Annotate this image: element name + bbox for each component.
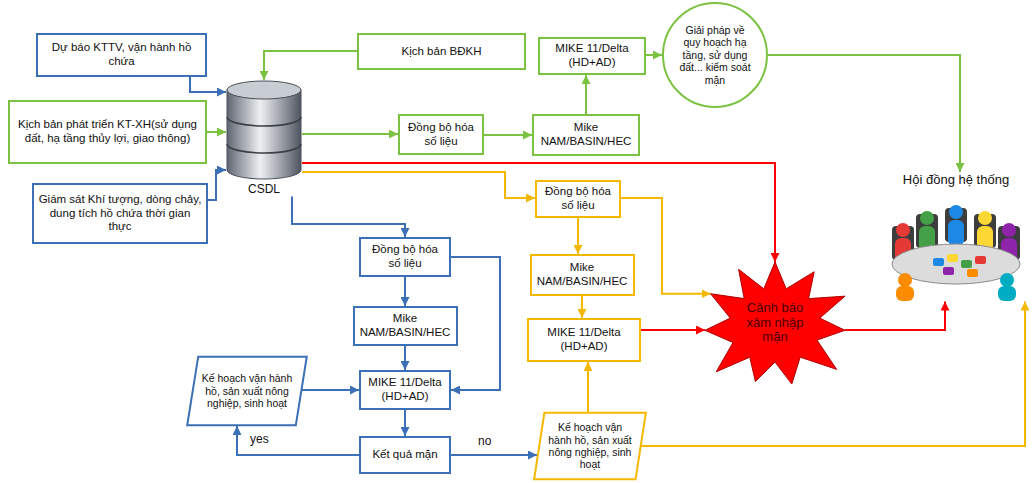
flow-connector [641, 329, 705, 331]
flow-connector [207, 131, 226, 133]
person-body [998, 286, 1016, 301]
node-text: Đồng bộ hóa số liệu [365, 243, 445, 271]
plan-parallelogram: Kế hoạch vận hành hồ, sản xuất nông nghi… [186, 356, 308, 426]
node-text: Giám sát Khí tượng, dòng chảy, dung tích… [38, 193, 202, 234]
process-box: Kịch bản BĐKH [357, 33, 526, 70]
process-box: Kịch bản phát triển KT-XH(sử dụng đất, h… [8, 100, 207, 164]
flow-connector [237, 426, 359, 455]
meeting-illustration [881, 190, 1031, 302]
process-box: Mike NAM/BASIN/HEC [532, 114, 640, 156]
puzzle-piece [975, 256, 986, 264]
node-text: MIKE 11/Delta (HD+AD) [533, 326, 635, 354]
node-text: Dự báo KTTV, vận hành hồ chứa [42, 41, 201, 69]
flow-connector [641, 302, 1025, 446]
person-head [920, 211, 934, 225]
edge-label: yes [248, 432, 271, 446]
process-box: Giám sát Khí tượng, dòng chảy, dung tích… [32, 183, 208, 244]
flow-connector [646, 54, 662, 56]
solution-circle: Giải pháp về quy hoạch hạ tầng, sử dụng … [662, 2, 768, 108]
flow-connector [581, 296, 583, 318]
flow-connector [404, 277, 406, 306]
plan-parallelogram: Kế hoạch vận hành hồ, sản xuất nông nghi… [533, 412, 647, 480]
flow-connector [451, 454, 537, 456]
database-node: CSDL [226, 80, 302, 196]
process-box: Đồng bộ hóa số liệu [359, 237, 451, 277]
flow-connector [404, 346, 406, 370]
flow-connector [208, 170, 226, 200]
node-text: Kịch bản BĐKH [402, 45, 482, 59]
flow-connector [302, 172, 535, 198]
process-box: Kết quả mặn [359, 436, 451, 474]
edge-label: no [476, 434, 493, 448]
puzzle-piece [967, 269, 978, 277]
flow-connector [190, 77, 226, 92]
flow-connector [292, 196, 405, 237]
person-head [1000, 273, 1014, 287]
flow-connector [587, 362, 589, 412]
warning-burst: Cảnh báo xâm nhập mặn [705, 262, 845, 384]
person-head [896, 223, 910, 237]
puzzle-piece [961, 260, 972, 268]
person-body [896, 286, 914, 301]
node-text: Kế hoạch vận hành hồ, sản xuất nông nghi… [548, 421, 632, 471]
node-text: Mike NAM/BASIN/HEC [538, 121, 634, 149]
database-icon [226, 80, 302, 180]
flow-connector [302, 389, 359, 391]
database-label: CSDL [226, 182, 302, 196]
person-head [898, 273, 912, 287]
flow-connector [404, 410, 406, 436]
node-text: Giải pháp về quy hoạch hạ tầng, sử dụng … [678, 24, 752, 87]
puzzle-piece [933, 258, 944, 266]
database-band [227, 117, 301, 153]
flow-connector [302, 133, 398, 135]
node-text: Đồng bộ hóa số liệu [541, 185, 615, 213]
puzzle-piece [947, 254, 958, 262]
node-text: Kế hoạch vận hành hồ, sản xuất nông nghi… [201, 372, 293, 409]
flow-connector [768, 55, 960, 172]
node-text: MIKE 11/Delta (HD+AD) [544, 42, 640, 70]
flow-connector [484, 134, 532, 136]
database-body [227, 90, 301, 179]
node-text: Kết quả mặn [372, 448, 437, 462]
flow-connector [845, 302, 945, 330]
parallelogram-outline [534, 413, 646, 480]
flow-connector [577, 218, 579, 254]
process-box: Dự báo KTTV, vận hành hồ chứa [36, 33, 207, 77]
council-label: Hội đồng hệ thống [880, 172, 1032, 188]
person-body [948, 220, 964, 246]
node-text: MIKE 11/Delta (HD+AD) [365, 376, 445, 404]
council-node: Hội đồng hệ thống [880, 172, 1032, 302]
process-box: MIKE 11/Delta (HD+AD) [359, 370, 451, 410]
flow-connector [264, 51, 357, 80]
node-text: Mike NAM/BASIN/HEC [536, 261, 629, 289]
process-box: Mike NAM/BASIN/HEC [530, 254, 635, 296]
process-box: Mike NAM/BASIN/HEC [353, 306, 458, 346]
burst-outline [705, 262, 845, 384]
process-box: Đồng bộ hóa số liệu [398, 114, 484, 155]
flow-connector [585, 75, 587, 114]
database-top [227, 81, 301, 99]
flow-connector [451, 257, 500, 390]
node-text: Mike NAM/BASIN/HEC [359, 312, 452, 340]
node-text: Cảnh báo xâm nhập mặn [737, 301, 813, 346]
parallelogram-outline [187, 357, 307, 426]
node-text: Kịch bản phát triển KT-XH(sử dụng đất, h… [14, 118, 201, 146]
process-box: MIKE 11/Delta (HD+AD) [527, 318, 641, 362]
person-head [949, 205, 963, 219]
person-head [1002, 223, 1016, 237]
node-text: Đồng bộ hóa số liệu [404, 121, 478, 149]
process-box: Đồng bộ hóa số liệu [535, 180, 621, 218]
puzzle-piece [943, 267, 954, 275]
process-box: MIKE 11/Delta (HD+AD) [538, 37, 646, 75]
person-head [978, 211, 992, 225]
